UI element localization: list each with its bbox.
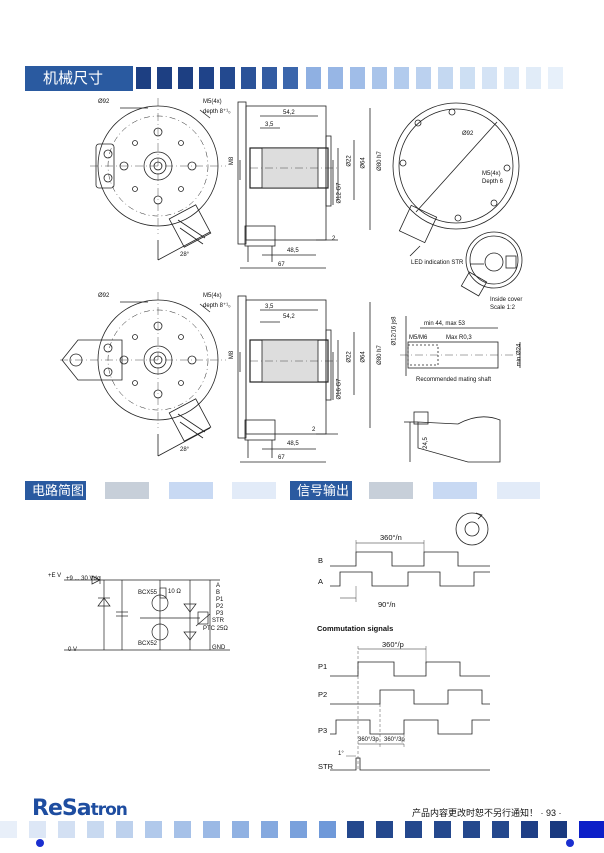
section-title-signal: 信号输出 [290, 481, 352, 500]
dim-d80-1: Ø80 h7 [376, 151, 383, 171]
circuit-range: +9 ... 30 Vdc [66, 576, 100, 582]
bracket-dim: 24,5 [422, 437, 429, 449]
dim-d22-1: Ø22 [346, 155, 353, 167]
dim-35-1: 3,5 [265, 122, 274, 128]
sig-360-3p-b: 360°/3p [384, 737, 405, 743]
cover-m5: M5(4x) [482, 171, 501, 177]
circuit-bar-3 [232, 482, 276, 499]
sig-P2: P2 [318, 690, 328, 699]
dim-dia92-1: Ø92 [98, 99, 110, 105]
dim-m5-1: M5(4x) [203, 99, 222, 105]
dim-depth-1: depth 8⁺¹₀ [203, 109, 231, 115]
shaft-minmax: min 44, max 53 [424, 321, 466, 327]
sig-commutation: Commutation signals [317, 624, 394, 633]
circuit-0v: 0 V [68, 647, 78, 653]
scale-label: Scale 1:2 [490, 305, 516, 311]
dim-m8-1: M8 [229, 156, 236, 166]
commutation-signals [330, 646, 490, 771]
cover-depth6: Depth 6 [482, 179, 504, 185]
shaft-maxr: Max R0,3 [446, 335, 472, 341]
dim-d12-1: Ø12 G7 [336, 182, 343, 204]
dim-54-1: 54,2 [283, 110, 295, 116]
circuit-diagram [64, 575, 230, 651]
cover-dia92: Ø92 [462, 131, 474, 137]
dim-2-2: 2 [312, 427, 316, 433]
mating-shaft-drawing [400, 316, 521, 376]
circuit-bcx55: BCX55 [138, 590, 158, 596]
sig-360-3p-a: 360°/3p [358, 737, 379, 743]
led-indication-label: LED indication STR [411, 260, 464, 266]
inside-cover-label: Inside cover [490, 297, 523, 303]
sig-360n: 360°/n [380, 533, 402, 542]
encoder-side-view-1 [237, 101, 371, 269]
sig-90n: 90°/n [378, 600, 396, 609]
circuit-ptc: PTC 25Ω [203, 626, 228, 632]
encoder-cover-view [392, 102, 523, 297]
circuit-gnd: GND [212, 645, 226, 651]
circuit-bcx52: BCX52 [138, 641, 158, 647]
circuit-bar-1 [105, 482, 149, 499]
output-label: P2 [216, 604, 224, 610]
signal-bar-1 [369, 482, 413, 499]
dim-d80-2: Ø80 h7 [376, 345, 383, 365]
mounting-bracket [404, 411, 501, 463]
footer-note: 产品内容更改时恕不另行通知！ · 93 · [412, 808, 562, 818]
output-label: A [216, 583, 221, 589]
dim-d64-2: Ø64 [360, 351, 367, 363]
section-title-mechanical: 机械尺寸 [25, 66, 133, 91]
sig-B: B [318, 556, 324, 565]
sig-STR: STR [318, 762, 333, 771]
sig-P3: P3 [318, 726, 328, 735]
sig-1deg: 1° [338, 751, 344, 757]
section-title-circuit: 电路简图 [25, 481, 86, 500]
dim-d64-1: Ø64 [360, 157, 367, 169]
sig-P1: P1 [318, 662, 328, 671]
encoder-front-view-1 [90, 98, 226, 261]
reg-mark-left [36, 839, 44, 847]
incremental-signals [330, 540, 490, 602]
dim-d22-2: Ø22 [346, 351, 353, 363]
dim-35-2: 3,5 [265, 304, 274, 310]
circuit-bar-2 [169, 482, 213, 499]
dim-angle-2: 28° [180, 447, 190, 453]
output-label: P1 [216, 597, 224, 603]
signal-bar-2 [433, 482, 477, 499]
dim-depth-2: depth 8⁺¹₀ [203, 303, 231, 309]
dim-67-2: 67 [278, 455, 285, 461]
signal-bar-3 [497, 482, 540, 499]
dim-485-1: 48,5 [287, 248, 299, 254]
sig-360p: 360°/p [382, 640, 404, 649]
circuit-ev: +E V [48, 573, 62, 579]
encoder-front-view-2 [60, 292, 226, 457]
dim-2-1: 2 [332, 236, 336, 242]
dim-54-2: 54,2 [283, 314, 295, 320]
shaft-m6: M5/M6 [409, 335, 428, 341]
reg-mark-right [566, 839, 574, 847]
circuit-r10: 10 Ω [168, 589, 181, 595]
shaft-title: Recommended mating shaft [416, 377, 492, 383]
dim-67-1: 67 [278, 262, 285, 268]
dim-dia92-2: Ø92 [98, 293, 110, 299]
output-label: STR [212, 618, 224, 624]
shaft-min24: min Ø24 [516, 343, 523, 367]
dim-m8-2: M8 [229, 350, 236, 360]
sig-A: A [318, 577, 324, 586]
output-label: B [216, 590, 221, 596]
rotation-symbol [455, 512, 489, 546]
output-label: P3 [216, 611, 224, 617]
dim-d16-2: Ø16 G7 [336, 378, 343, 400]
shaft-d12-16: Ø12/16 js8 [391, 316, 398, 346]
resatron-logo: ReSatron [32, 796, 128, 821]
dim-angle-1: 28° [180, 252, 190, 258]
dim-m5-2: M5(4x) [203, 293, 222, 299]
encoder-side-view-2 [237, 295, 371, 463]
dim-485-2: 48,5 [287, 441, 299, 447]
